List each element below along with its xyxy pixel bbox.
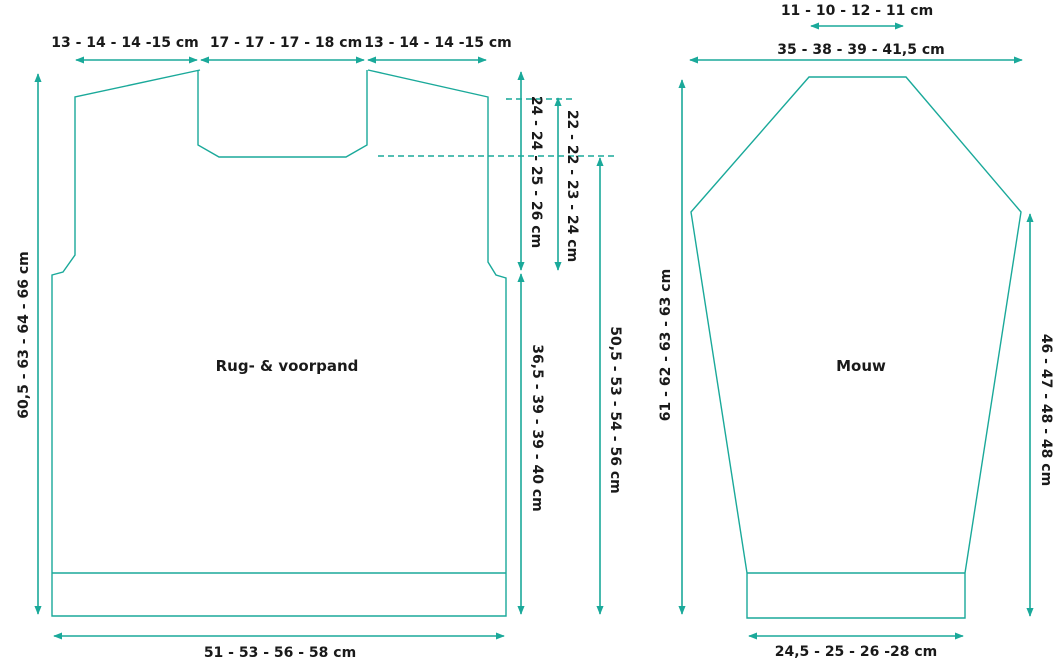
- label-side-length: 36,5 - 39 - 39 - 40 cm: [529, 344, 545, 511]
- label-sleeve-side: 46 - 47 - 48 - 48 cm: [1038, 334, 1053, 486]
- sleeve-outline: [690, 76, 1022, 619]
- label-sleeve-length: 61 - 62 - 63 - 63 cm: [658, 269, 674, 421]
- label-cuff-width: 24,5 - 25 - 26 -28 cm: [775, 644, 938, 660]
- body-piece: Rug- & voorpand: [51, 69, 507, 617]
- label-total-length: 60,5 - 63 - 64 - 66 cm: [16, 251, 32, 418]
- label-shoulder-left: 13 - 14 - 14 -15 cm: [51, 35, 199, 51]
- sleeve-piece-label: Mouw: [836, 357, 886, 375]
- sleeve-piece: Mouw: [690, 76, 1022, 619]
- label-neck-width: 17 - 17 - 17 - 18 cm: [210, 35, 362, 51]
- label-sleeve-top: 11 - 10 - 12 - 11 cm: [781, 3, 933, 19]
- body-outline: [51, 69, 507, 617]
- body-labels: 13 - 14 - 14 -15 cm 17 - 17 - 17 - 18 cm…: [16, 35, 623, 661]
- label-sleeve-upper-width: 35 - 38 - 39 - 41,5 cm: [777, 42, 944, 58]
- sleeve-dimensions: [678, 22, 1034, 640]
- label-body-width: 51 - 53 - 56 - 58 cm: [204, 645, 356, 661]
- sleeve-labels: 11 - 10 - 12 - 11 cm 35 - 38 - 39 - 41,5…: [658, 3, 1053, 660]
- body-dimensions: [34, 56, 614, 640]
- body-piece-label: Rug- & voorpand: [216, 357, 359, 375]
- label-shoulder-right: 13 - 14 - 14 -15 cm: [364, 35, 512, 51]
- neckline-front: [197, 70, 368, 158]
- label-armhole-back: 24 - 24 - 25 - 26 cm: [528, 96, 544, 248]
- label-armhole-front: 22 - 22 - 23 - 24 cm: [564, 110, 580, 262]
- label-front-length: 50,5 - 53 - 54 - 56 cm: [607, 326, 623, 493]
